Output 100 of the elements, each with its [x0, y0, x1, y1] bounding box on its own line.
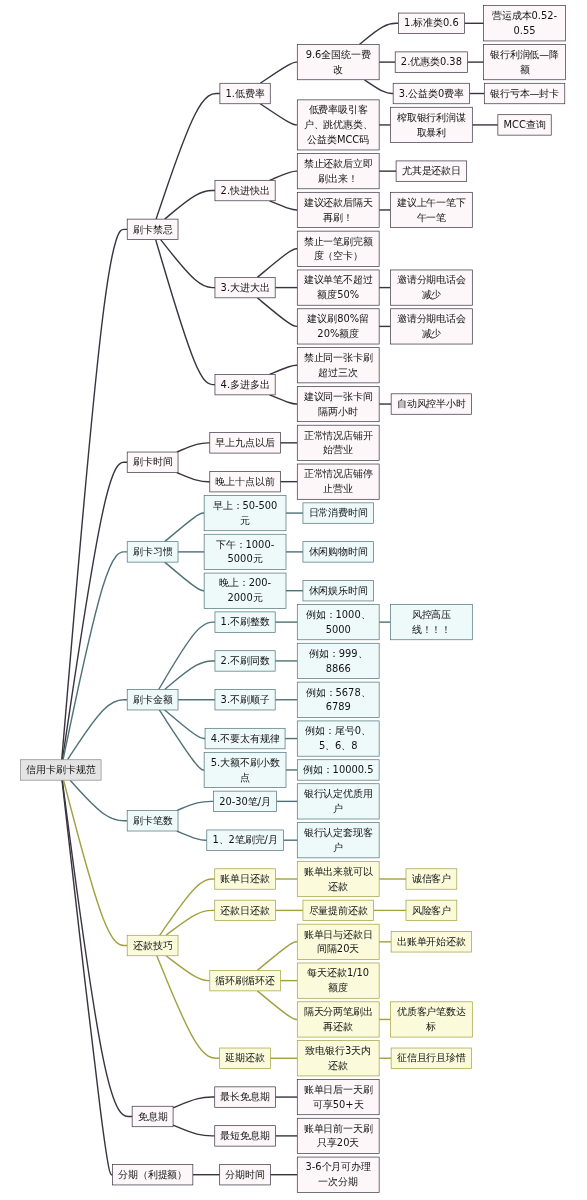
- node-box: 还款技巧: [127, 934, 179, 957]
- connector: [274, 699, 299, 701]
- node-box: 正常情况店铺开始营业: [297, 424, 380, 461]
- connector: [378, 124, 392, 126]
- connector: [159, 878, 216, 936]
- node-box: 下午：1000-5000元: [204, 533, 287, 570]
- connector: [257, 941, 299, 972]
- node-box: 3-6个月可办理一次分期: [297, 1156, 380, 1193]
- connector: [61, 779, 134, 1118]
- node-box: 账单日后一天刷可享50+天: [297, 1079, 380, 1116]
- node-box: 例如：5678、6789: [297, 681, 380, 718]
- node-box: 账单日还款: [214, 868, 277, 890]
- connector: [192, 1174, 221, 1176]
- connector: [257, 297, 299, 328]
- node-box: 尤其是还款日: [396, 160, 468, 182]
- connector: [359, 22, 400, 46]
- node-box: 2.优惠类0.38: [395, 51, 469, 73]
- node-box: 3.公益类0费率: [393, 82, 471, 105]
- node-box: 账单日前一天刷只享20天: [297, 1117, 380, 1154]
- node-box: 早上九点以后: [209, 432, 282, 454]
- node-box: 刷卡时间: [127, 451, 179, 473]
- node-box: 征信且行且珍惜: [391, 1047, 473, 1069]
- connector: [176, 442, 211, 453]
- node-box: 每天还款1/10额度: [297, 962, 380, 999]
- connector: [378, 621, 392, 623]
- connector: [364, 79, 395, 95]
- node-box: 出账单开始还款: [391, 931, 473, 953]
- connector: [176, 800, 215, 812]
- node-box: 3.不刷顺子: [215, 689, 276, 711]
- connector: [155, 92, 222, 220]
- node-box: 循环刷循环还: [209, 970, 282, 992]
- node-box: 延期还款: [219, 1047, 272, 1069]
- node-box: 优质客户笔数达标: [390, 1001, 474, 1038]
- node-box: 建议上午一笔下午一笔: [390, 191, 474, 228]
- connector: [283, 839, 299, 841]
- connector: [260, 61, 299, 84]
- connector: [67, 699, 129, 761]
- node-box: 2.快进快出: [215, 179, 276, 202]
- node-box: 银行认定套现客户: [297, 822, 380, 859]
- node-box: 还款日还款: [214, 899, 277, 921]
- connector: [378, 209, 392, 211]
- connector: [285, 551, 305, 553]
- node-box: 刷卡习惯: [127, 541, 179, 563]
- node-box: 晚上：200-2000元: [204, 572, 287, 609]
- node-box: 最短免息期: [214, 1125, 277, 1147]
- node-box: 禁止一笔刷完额度（空卡）: [297, 230, 380, 267]
- node-box: MCC查询: [497, 114, 553, 136]
- connector: [164, 709, 207, 740]
- node-box: 9.6全国统一费改: [297, 44, 380, 81]
- node-box: 信用卡刷卡规范: [20, 759, 102, 781]
- node-box: 免息期: [132, 1105, 174, 1128]
- connector: [176, 471, 211, 483]
- node-box: 建议同一张卡间隔两小时: [297, 386, 380, 423]
- connector: [164, 512, 206, 543]
- node-box: 例如：1000、5000: [297, 604, 380, 641]
- node-box: 榨取银行利润谋取暴利: [390, 106, 474, 143]
- node-box: 邀请分期电话会减少: [390, 308, 474, 345]
- connector: [275, 909, 305, 912]
- node-box: 4.多进多出: [215, 374, 276, 396]
- node-box: 晚上十点以前: [209, 471, 282, 493]
- node-box: 禁止同一张卡刷超过三次: [297, 347, 380, 384]
- connector: [61, 779, 114, 1176]
- connector: [285, 769, 299, 771]
- node-box: 例如：尾号0、5、6、8: [297, 720, 380, 757]
- node-box: 1.低费率: [219, 82, 272, 105]
- connector: [164, 189, 217, 220]
- node-box: 1、2笔刷完/月: [206, 829, 285, 851]
- connector: [176, 830, 208, 841]
- connector: [270, 1174, 299, 1176]
- connector: [177, 699, 217, 701]
- node-box: 账单日与还款日间隔20天: [297, 923, 380, 960]
- connector: [159, 709, 206, 771]
- node-box: 自动风控半小时: [391, 393, 473, 415]
- connector: [275, 878, 299, 880]
- node-box: 例如：999、8866: [297, 642, 380, 679]
- connector: [156, 955, 221, 1059]
- connector: [275, 1135, 299, 1137]
- connector: [269, 200, 299, 211]
- connector: [464, 22, 485, 24]
- connector: [63, 779, 129, 947]
- connector: [378, 170, 398, 172]
- connector: [177, 551, 206, 553]
- connector: [373, 909, 408, 912]
- connector: [165, 909, 216, 936]
- node-box: 风险客户: [406, 899, 458, 921]
- connector: [164, 660, 217, 691]
- connector: [172, 1124, 216, 1137]
- node-box: 风控高压线！！！: [390, 604, 474, 641]
- node-box: 致电银行3天内还款: [297, 1040, 380, 1077]
- node-box: 邀请分期电话会减少: [390, 269, 474, 306]
- connector: [378, 61, 397, 63]
- connector: [472, 124, 499, 126]
- node-box: 隔天分两笔刷出再还款: [297, 1001, 380, 1038]
- node-box: 4.不要太有规律: [205, 727, 286, 750]
- connector: [285, 512, 305, 514]
- node-box: 建议刷80%留20%额度: [297, 308, 380, 345]
- node-box: 银行利润低—降额: [483, 44, 567, 81]
- connector: [270, 1057, 299, 1059]
- connector: [275, 1096, 299, 1098]
- node-box: 诚信客户: [406, 868, 458, 890]
